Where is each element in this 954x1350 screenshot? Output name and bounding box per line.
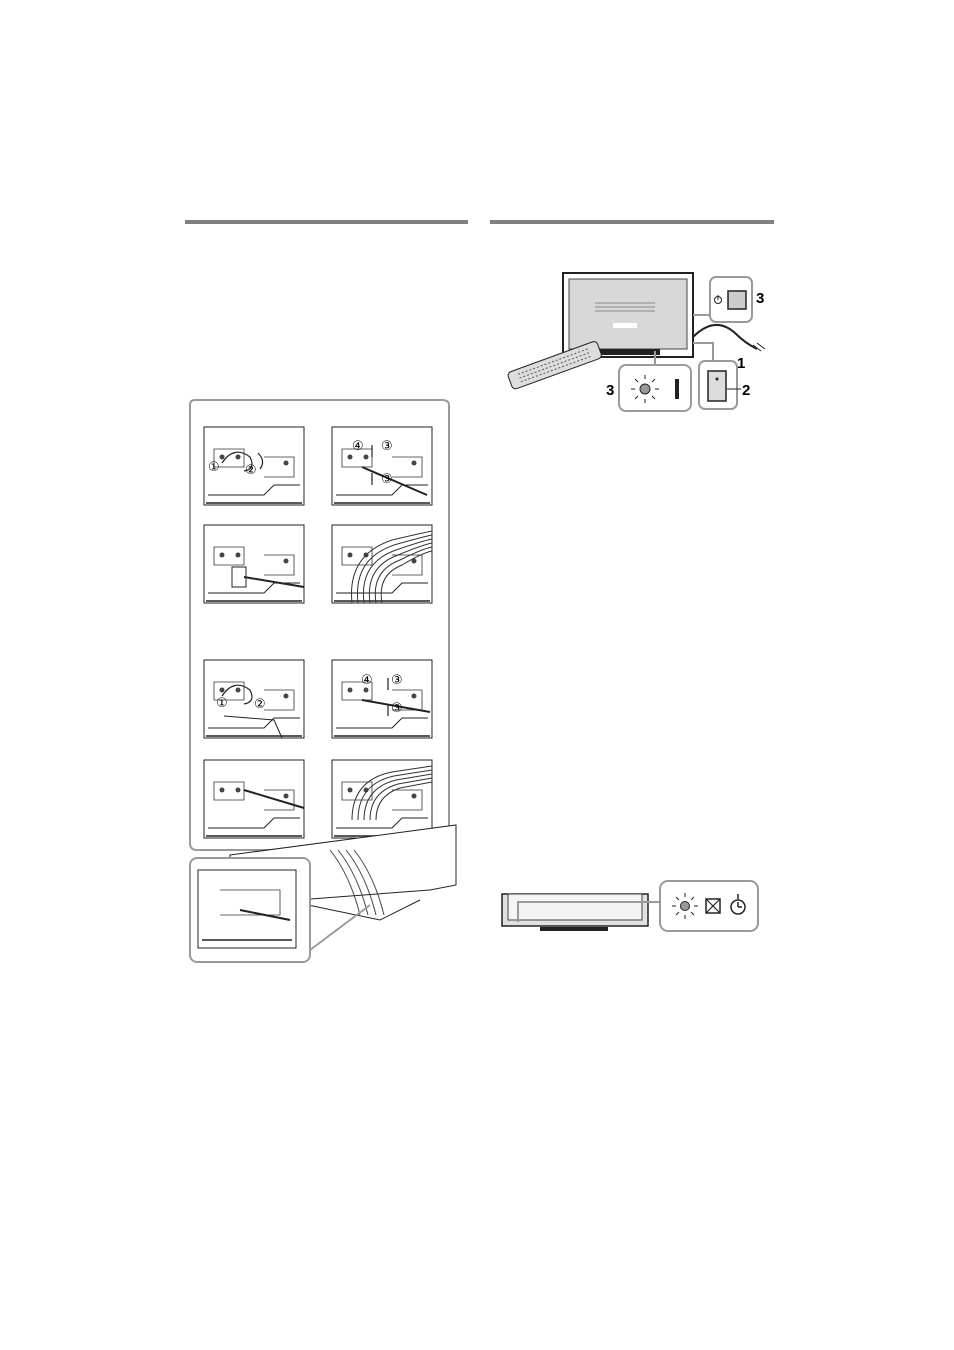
tv-setup-figure <box>495 265 775 415</box>
step-3-marker-bottom: ③ <box>381 472 393 487</box>
panel-4-left <box>204 760 304 838</box>
illumination-icon <box>640 384 650 394</box>
step-4-marker-lower: ④ <box>361 673 373 688</box>
illumination-icon <box>681 902 690 911</box>
callout-power-switch-number: 2 <box>742 382 750 399</box>
left-section-rule <box>185 220 468 224</box>
tv-stand <box>595 349 660 355</box>
step-3-marker-top: ③ <box>381 439 393 454</box>
step-4-marker: ④ <box>352 439 364 454</box>
tv-screen <box>569 279 687 349</box>
step-3-marker-lower-bottom: ③ <box>391 701 403 716</box>
step-2-marker-lower: ② <box>254 697 266 712</box>
indicator-callout <box>619 365 691 411</box>
callout-connect-number: 1 <box>737 355 745 372</box>
right-section-rule <box>490 220 774 224</box>
callout-indicator-number: 3 <box>606 382 614 399</box>
panel-4-right <box>332 760 432 838</box>
tv-front-stand <box>540 927 608 931</box>
power-switch <box>708 371 726 401</box>
power-button <box>728 291 746 309</box>
remote-control-icon <box>507 341 602 390</box>
panel-2-right <box>332 525 432 603</box>
panel-2-left <box>204 525 304 603</box>
callout-power-button-number: 3 <box>756 290 764 307</box>
panel-3-right <box>332 660 432 738</box>
step-3-marker-lower-top: ③ <box>391 673 403 688</box>
indicator-panel-figure <box>500 878 762 936</box>
step-1-marker-lower: ① <box>216 696 228 711</box>
step-1-marker: ① <box>208 460 220 475</box>
cable-management-figure <box>180 395 470 970</box>
step-2-marker: ② <box>245 463 257 478</box>
